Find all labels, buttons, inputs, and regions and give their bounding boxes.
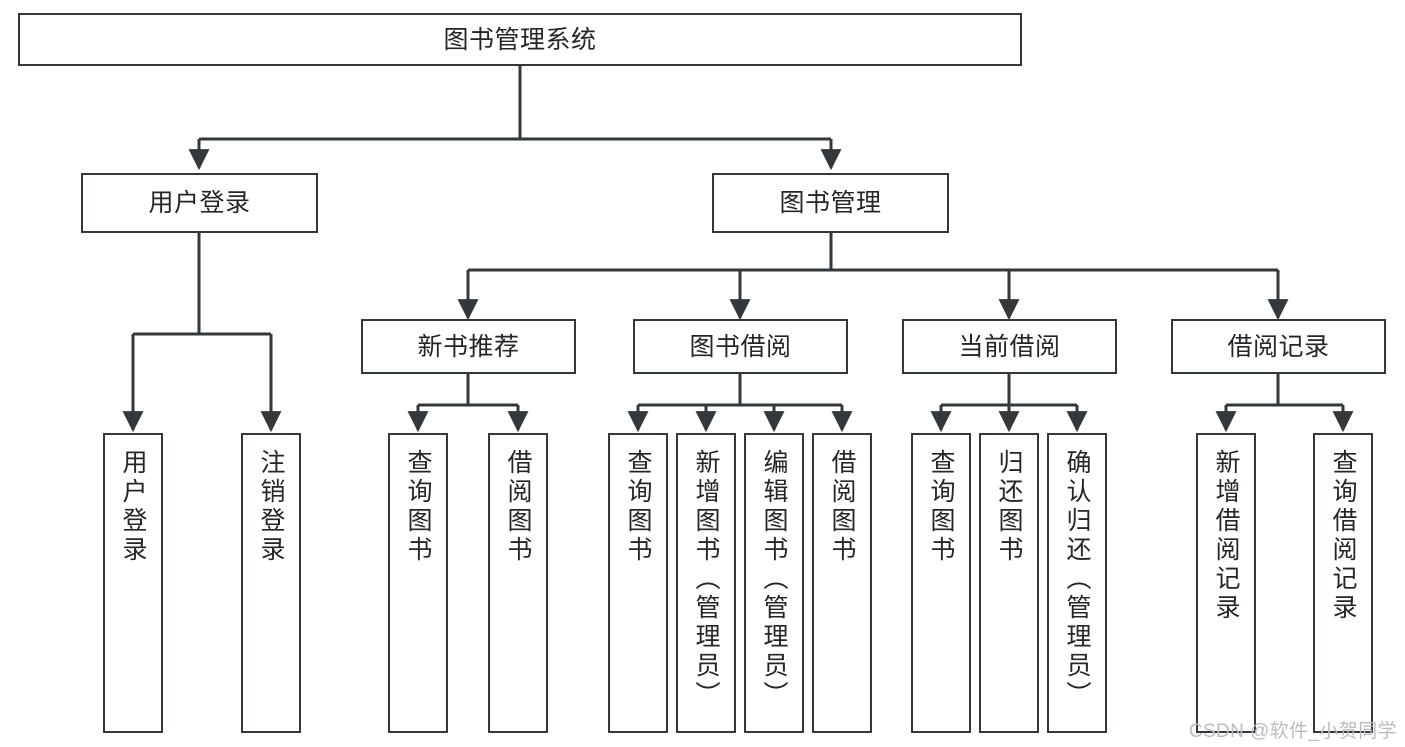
node-leaf-return-book[interactable]: 归还图书 <box>979 433 1039 733</box>
node-leaf-add-record[interactable]: 新增借阅记录 <box>1196 433 1256 733</box>
node-borrow-record-label: 借阅记录 <box>1227 332 1330 361</box>
node-book-manage-label: 图书管理 <box>779 189 882 217</box>
node-leaf-query-book-1[interactable]: 查询图书 <box>388 433 448 733</box>
node-leaf-return-book-label: 归还图书 <box>995 449 1023 565</box>
node-book-manage[interactable]: 图书管理 <box>712 173 949 233</box>
node-leaf-borrow-book-1[interactable]: 借阅图书 <box>488 433 548 733</box>
node-leaf-query-record-label: 查询借阅记录 <box>1329 449 1357 623</box>
node-leaf-confirm-return[interactable]: 确认归还（管理员） <box>1047 433 1107 733</box>
node-borrow-record[interactable]: 借阅记录 <box>1171 319 1386 374</box>
node-current-borrow[interactable]: 当前借阅 <box>902 319 1117 374</box>
node-new-book-rec[interactable]: 新书推荐 <box>361 319 576 374</box>
node-root[interactable]: 图书管理系统 <box>18 13 1022 66</box>
node-root-label: 图书管理系统 <box>443 25 597 54</box>
node-leaf-query-book-2[interactable]: 查询图书 <box>608 433 668 733</box>
node-leaf-add-record-label: 新增借阅记录 <box>1212 449 1240 623</box>
node-leaf-borrow-book-1-label: 借阅图书 <box>504 449 532 565</box>
node-leaf-query-book-3-label: 查询图书 <box>927 449 955 565</box>
node-leaf-add-book-label: 新增图书（管理员） <box>692 449 720 710</box>
node-leaf-query-book-1-label: 查询图书 <box>404 449 432 565</box>
node-leaf-query-record[interactable]: 查询借阅记录 <box>1313 433 1373 733</box>
node-leaf-user-login-label: 用户登录 <box>119 449 147 565</box>
node-leaf-query-book-3[interactable]: 查询图书 <box>911 433 971 733</box>
node-leaf-logout[interactable]: 注销登录 <box>241 433 301 733</box>
node-leaf-borrow-book-2-label: 借阅图书 <box>828 449 856 565</box>
node-leaf-user-login[interactable]: 用户登录 <box>103 433 163 733</box>
node-leaf-logout-label: 注销登录 <box>257 449 285 565</box>
watermark: CSDN @软件_小贺同学 <box>1188 721 1397 742</box>
node-book-borrow-label: 图书借阅 <box>689 332 792 361</box>
node-leaf-query-book-2-label: 查询图书 <box>624 449 652 565</box>
node-leaf-borrow-book-2[interactable]: 借阅图书 <box>812 433 872 733</box>
node-book-borrow[interactable]: 图书借阅 <box>633 319 848 374</box>
node-user-login-label: 用户登录 <box>148 189 251 217</box>
node-user-login[interactable]: 用户登录 <box>81 173 318 233</box>
node-leaf-edit-book-label: 编辑图书（管理员） <box>760 449 788 710</box>
node-current-borrow-label: 当前借阅 <box>958 332 1061 361</box>
node-new-book-rec-label: 新书推荐 <box>417 332 520 361</box>
node-leaf-add-book[interactable]: 新增图书（管理员） <box>676 433 736 733</box>
node-leaf-edit-book[interactable]: 编辑图书（管理员） <box>744 433 804 733</box>
node-leaf-confirm-return-label: 确认归还（管理员） <box>1063 449 1091 710</box>
